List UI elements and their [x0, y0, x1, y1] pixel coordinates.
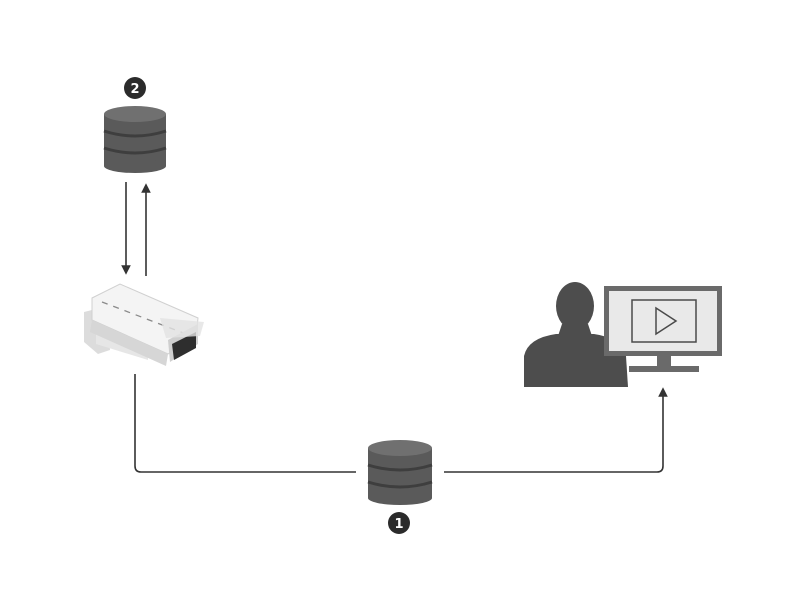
monitor-play-icon — [604, 286, 722, 372]
badge-2-label: 2 — [130, 82, 139, 97]
connection-line-right — [444, 387, 668, 473]
person-icon — [524, 282, 628, 387]
connection-line-left — [134, 374, 356, 473]
badge-2 — [124, 77, 146, 99]
storage-bottom-group: 1 — [367, 440, 433, 534]
database-icon — [103, 106, 167, 173]
security-camera-icon — [84, 283, 204, 366]
database-icon — [367, 440, 433, 505]
storage-top-group: 2 — [103, 77, 167, 173]
badge-1-label: 1 — [394, 517, 403, 532]
badge-1 — [388, 512, 410, 534]
